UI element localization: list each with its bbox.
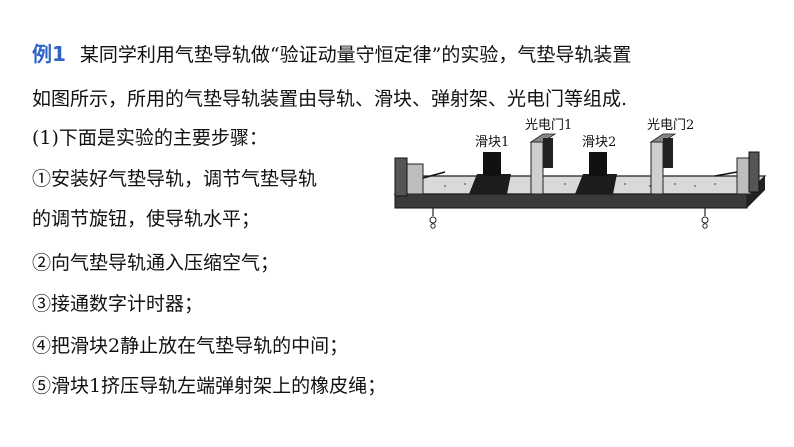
- step-1-line-2: 的调节旋钮，使导轨水平；: [32, 208, 261, 230]
- label-slider-2: 滑块2: [582, 135, 617, 150]
- slider-2: [575, 174, 617, 194]
- step-2: ②向气垫导轨通入压缩空气；: [32, 252, 280, 274]
- slider-2-flag: [589, 152, 607, 176]
- step-3: ③接通数字计时器；: [32, 293, 204, 315]
- air-track-drawing: [393, 133, 767, 229]
- photogate-1-head: [543, 138, 553, 168]
- right-rubber-band: [714, 171, 738, 177]
- adjusting-knob-left: [429, 208, 437, 229]
- photogate-1-post: [530, 141, 544, 195]
- left-end-block: [394, 157, 408, 197]
- right-end-block: [748, 151, 760, 193]
- example-label: 例1: [32, 42, 66, 66]
- photogate-2-head: [663, 138, 673, 168]
- top-bar: [0, 0, 794, 10]
- step-1-line-1: ①安装好气垫导轨，调节气垫导轨: [32, 168, 318, 190]
- intro-text-1: 某同学利用气垫导轨做“验证动量守恒定律”的实验，气垫导轨装置: [79, 44, 632, 66]
- step-5: ⑤滑块1挤压导轨左端弹射架上的橡皮绳；: [32, 375, 387, 397]
- label-slider-1: 滑块1: [475, 135, 510, 150]
- intro-line-2: 如图所示，所用的气垫导轨装置由导轨、滑块、弹射架、光电门等组成.: [32, 88, 628, 110]
- step-4: ④把滑块2静止放在气垫导轨的中间；: [32, 335, 349, 357]
- label-photogate-2: 光电门2: [647, 118, 695, 133]
- steps-heading: (1)下面是实验的主要步骤：: [32, 127, 268, 149]
- left-rubber-band: [422, 171, 446, 179]
- slider-1: [469, 174, 511, 194]
- intro-line-1: 例1 某同学利用气垫导轨做“验证动量守恒定律”的实验，气垫导轨装置: [32, 41, 631, 68]
- adjusting-knob-right: [701, 208, 709, 229]
- label-photogate-1: 光电门1: [525, 118, 573, 133]
- photogate-2-post: [650, 141, 664, 195]
- air-track-figure: 滑块1 光电门1 滑块2 光电门2: [385, 112, 775, 232]
- slider-1-flag: [483, 152, 501, 176]
- track-front: [394, 193, 748, 209]
